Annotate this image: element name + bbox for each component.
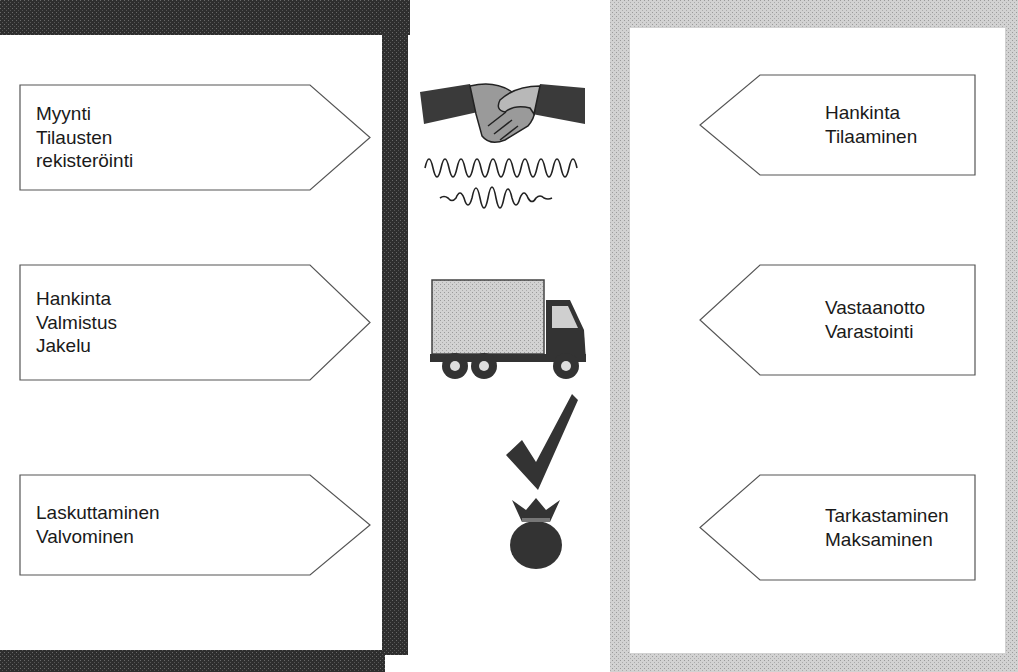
arrow-outline: [700, 265, 975, 375]
arrow-box: Laskuttaminen Valvominen: [20, 475, 370, 575]
box-label: Hankinta Valmistus Jakelu: [36, 287, 168, 358]
signal-wave: [425, 159, 577, 177]
panel-band: [0, 650, 385, 672]
box-label: Vastaanotto Varastointi: [825, 296, 967, 344]
arrow-box: Hankinta Tilaaminen: [700, 75, 975, 175]
arrow-box: Hankinta Valmistus Jakelu: [20, 265, 370, 380]
arrow-shape: [20, 475, 370, 575]
arrow-shape: [700, 475, 975, 580]
arrow-box: Vastaanotto Varastointi: [700, 265, 975, 375]
panel-band: [382, 0, 408, 655]
truck-icon: [430, 280, 586, 379]
money-bag-icon: [510, 498, 562, 569]
arrow-shape: [700, 265, 975, 375]
checkmark-icon: [506, 394, 578, 490]
arrow-outline: [700, 475, 975, 580]
box-label: Hankinta Tilaaminen: [825, 101, 967, 149]
handshake-icon: [420, 84, 585, 142]
arrow-outline: [700, 75, 975, 175]
arrow-shape: [20, 265, 370, 380]
arrow-shape: [700, 75, 975, 175]
arrow-box: Myynti Tilausten rekisteröinti: [20, 85, 370, 190]
panel-band: [0, 0, 410, 35]
signal-wave: [440, 187, 552, 208]
box-label: Tarkastaminen Maksaminen: [825, 504, 967, 552]
box-label: Myynti Tilausten rekisteröinti: [36, 102, 168, 173]
panel-band: [610, 0, 1018, 672]
arrow-outline: [20, 475, 370, 575]
arrow-shape: [20, 85, 370, 190]
box-label: Laskuttaminen Valvominen: [36, 501, 168, 549]
panel-ground: [630, 28, 1005, 653]
arrow-box: Tarkastaminen Maksaminen: [700, 475, 975, 580]
